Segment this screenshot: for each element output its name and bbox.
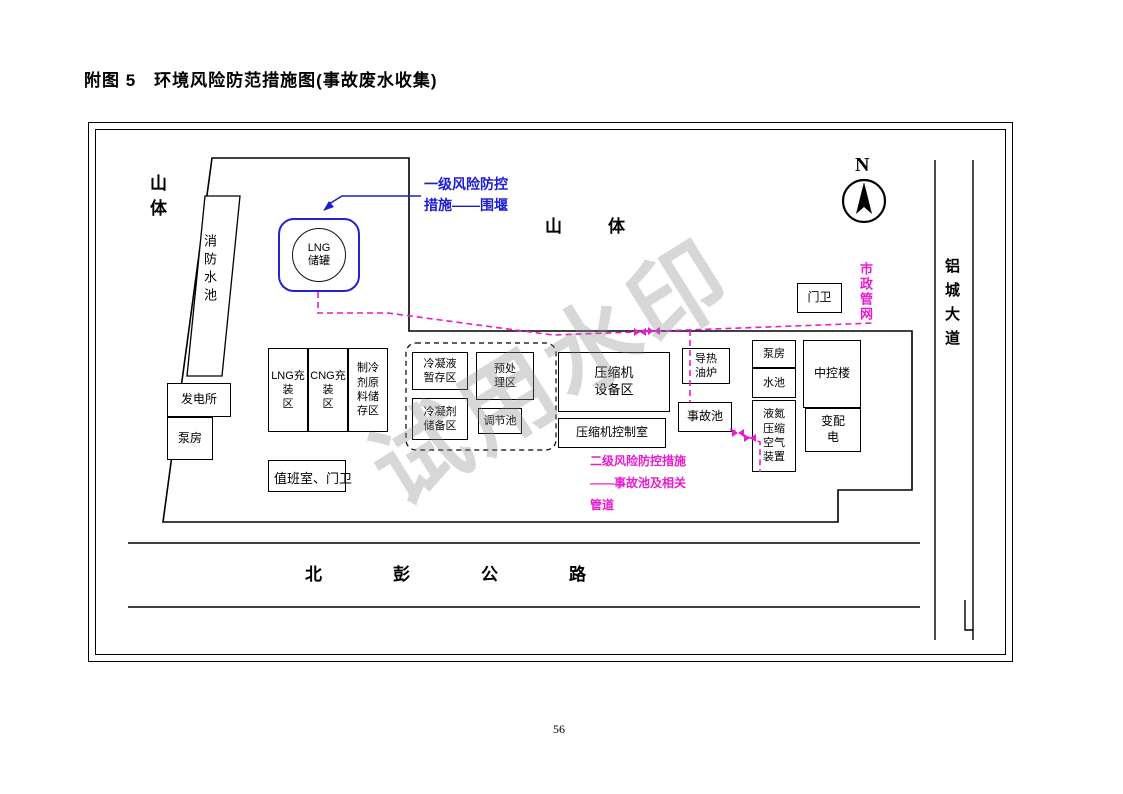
pump-house-right-box: 泵房: [752, 340, 796, 368]
diagram-inner-frame: 山体 山体 铝城大道 北彭公路 N 消防水池 LNG 储罐 一级风险防控 措施—…: [95, 129, 1006, 655]
regulating-pool-box: 调节池: [478, 408, 522, 434]
road-right-label: 铝城大道: [943, 258, 960, 354]
cng-filling-area-box: CNG充 装 区: [308, 348, 348, 432]
gatehouse-box: 门卫: [797, 283, 842, 313]
accident-pool-box: 事故池: [678, 402, 732, 432]
level2-risk-annotation: 二级风险防控措施 ——事故池及相关 管道: [590, 454, 687, 513]
liquid-nitrogen-air-box: 液氮 压缩 空气 装置: [752, 400, 796, 472]
road-bottom-label: 北彭公路: [305, 565, 657, 584]
pump-house-left-box: 泵房: [167, 417, 213, 460]
labels-layer: 山体 山体 铝城大道 北彭公路 N 消防水池 LNG 储罐 一级风险防控 措施—…: [96, 130, 1005, 654]
heat-oil-furnace-box: 导热 油炉: [682, 348, 730, 384]
condensate-reserve-box: 冷凝剂 储备区: [412, 398, 468, 440]
lng-filling-area-box: LNG充 装 区: [268, 348, 308, 432]
lng-tank-label: LNG 储罐: [307, 242, 331, 267]
fire-water-pool-label: 消防水池: [202, 234, 217, 306]
compressor-area-box: 压缩机 设备区: [558, 352, 670, 412]
compressor-control-room-box: 压缩机控制室: [558, 418, 666, 448]
pretreatment-box: 预处 理区: [476, 352, 534, 400]
compass-n-label: N: [855, 154, 870, 176]
page-number: 56: [553, 722, 565, 736]
lng-tank-circle: LNG 储罐: [292, 228, 346, 282]
duty-room-label: 值班室、门卫: [274, 471, 353, 486]
lng-tank-bund: LNG 储罐: [278, 218, 360, 292]
control-building-box: 中控楼: [803, 340, 861, 408]
condensate-temp-box: 冷凝液 暂存区: [412, 352, 468, 390]
power-station-box: 发电所: [167, 383, 231, 417]
diagram-frame: 山体 山体 铝城大道 北彭公路 N 消防水池 LNG 储罐 一级风险防控 措施—…: [88, 122, 1013, 662]
power-distribution-box: 变配 电: [805, 408, 861, 452]
site-plan: 山体 山体 铝城大道 北彭公路 N 消防水池 LNG 储罐 一级风险防控 措施—…: [96, 130, 1005, 654]
water-pool-box: 水池: [752, 368, 796, 398]
level1-risk-annotation: 一级风险防控 措施——围堰: [424, 176, 508, 213]
municipal-network-label: 市政管网: [858, 262, 873, 322]
mountain-top-label: 山体: [545, 217, 671, 236]
figure-title: 附图 5 环境风险防范措施图(事故废水收集): [84, 71, 438, 90]
mountain-left-label: 山体: [147, 174, 166, 224]
refrigerant-storage-box: 制冷 剂原 料储 存区: [348, 348, 388, 432]
